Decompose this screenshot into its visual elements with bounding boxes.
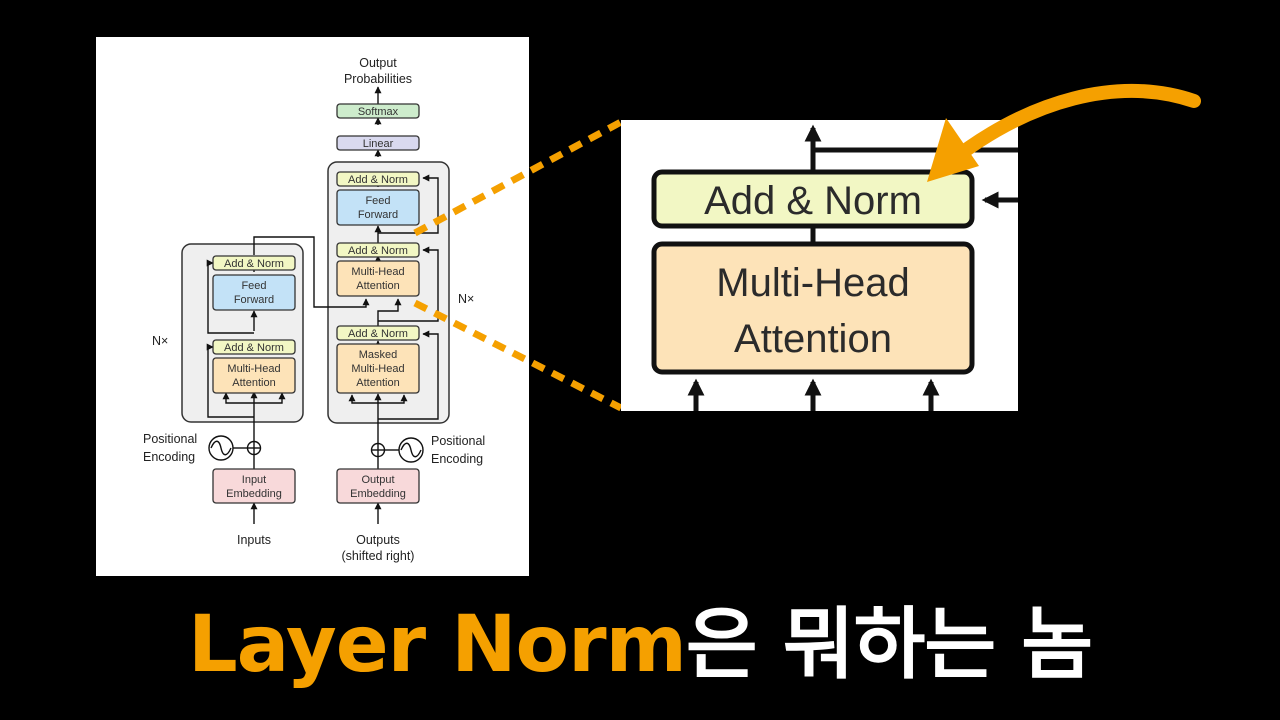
transformer-diagram: Softmax Linear Add & Norm Feed Forward A… [96, 37, 529, 576]
decoder-masked-attention [336, 343, 420, 394]
decoder-nx-label: N× [458, 292, 474, 306]
input-embedding-box [212, 468, 296, 504]
zoom-add-norm-label: Add & Norm [704, 179, 922, 223]
masked-mha-line3: Attention [356, 377, 399, 389]
encoder-feed-forward [212, 274, 296, 311]
decoder-mha-line1: Multi-Head [351, 266, 404, 278]
output-embedding-line1: Output [361, 474, 394, 486]
decoder-feed-forward [336, 189, 420, 226]
decoder-add-norm-3 [336, 171, 420, 187]
encoder-add-norm-1-label: Add & Norm [224, 342, 284, 354]
encoder-add-norm-2-label: Add & Norm [224, 258, 284, 270]
output-embedding-line2: Embedding [350, 488, 406, 500]
caption: Layer Norm은 뭐하는 놈 [0, 590, 1280, 700]
output-probabilities-line1: Output [359, 56, 397, 70]
caption-rest: 은 뭐하는 놈 [685, 600, 1093, 690]
inputs-label: Inputs [237, 533, 271, 547]
encoder-positional-encoding-icon [208, 435, 262, 461]
linear-box [336, 135, 420, 151]
decoder-positional-label-line2: Encoding [431, 452, 483, 466]
encoder-mha-line2: Attention [232, 377, 275, 389]
encoder-add-norm-2 [212, 255, 296, 271]
encoder-positional-label-line2: Encoding [143, 450, 195, 464]
decoder-add-norm-3-label: Add & Norm [348, 174, 408, 186]
decoder-feed-forward-line1: Feed [365, 195, 390, 207]
zoom-mha-line1: Multi-Head [716, 261, 909, 305]
encoder-feed-forward-line2: Forward [234, 294, 274, 306]
zoom-add-norm-box [651, 169, 975, 229]
caption-accent: Layer Norm [187, 600, 687, 690]
input-embedding-line1: Input [242, 474, 266, 486]
masked-mha-line2: Multi-Head [351, 363, 404, 375]
masked-mha-line1: Masked [359, 349, 398, 361]
softmax-box [336, 103, 420, 119]
decoder-feed-forward-line2: Forward [358, 209, 398, 221]
callout-line-bottom [413, 299, 623, 412]
encoder-feed-forward-line1: Feed [241, 280, 266, 292]
encoder-positional-label-line1: Positional [143, 432, 197, 446]
output-embedding-box [336, 468, 420, 504]
zoom-panel: Add & Norm Multi-Head Attention [621, 120, 1018, 411]
decoder-multi-head-attention [336, 260, 420, 297]
input-embedding-line2: Embedding [226, 488, 282, 500]
decoder-add-norm-2 [336, 242, 420, 258]
callout-line-top [413, 118, 623, 237]
encoder-nx-label: N× [152, 334, 168, 348]
encoder-mha-line1: Multi-Head [227, 363, 280, 375]
decoder-mha-line2: Attention [356, 280, 399, 292]
decoder-add-norm-1 [336, 325, 420, 341]
transformer-diagram-svg: Softmax Linear Add & Norm Feed Forward A… [143, 56, 485, 563]
outputs-label-line1: Outputs [356, 533, 400, 547]
decoder-positional-label-line1: Positional [431, 434, 485, 448]
output-probabilities-line2: Probabilities [344, 72, 412, 86]
linear-label: Linear [363, 138, 394, 150]
softmax-label: Softmax [358, 106, 399, 118]
encoder-add-norm-1 [212, 339, 296, 355]
decoder-positional-encoding-icon [370, 437, 424, 463]
decoder-add-norm-1-label: Add & Norm [348, 328, 408, 340]
outputs-label-line2: (shifted right) [342, 549, 415, 563]
zoom-multi-head-attention-box [651, 241, 975, 375]
zoom-svg: Add & Norm Multi-Head Attention [651, 124, 1018, 411]
encoder-multi-head-attention [212, 357, 296, 394]
decoder-add-norm-2-label: Add & Norm [348, 245, 408, 257]
zoom-mha-line2: Attention [734, 317, 892, 361]
